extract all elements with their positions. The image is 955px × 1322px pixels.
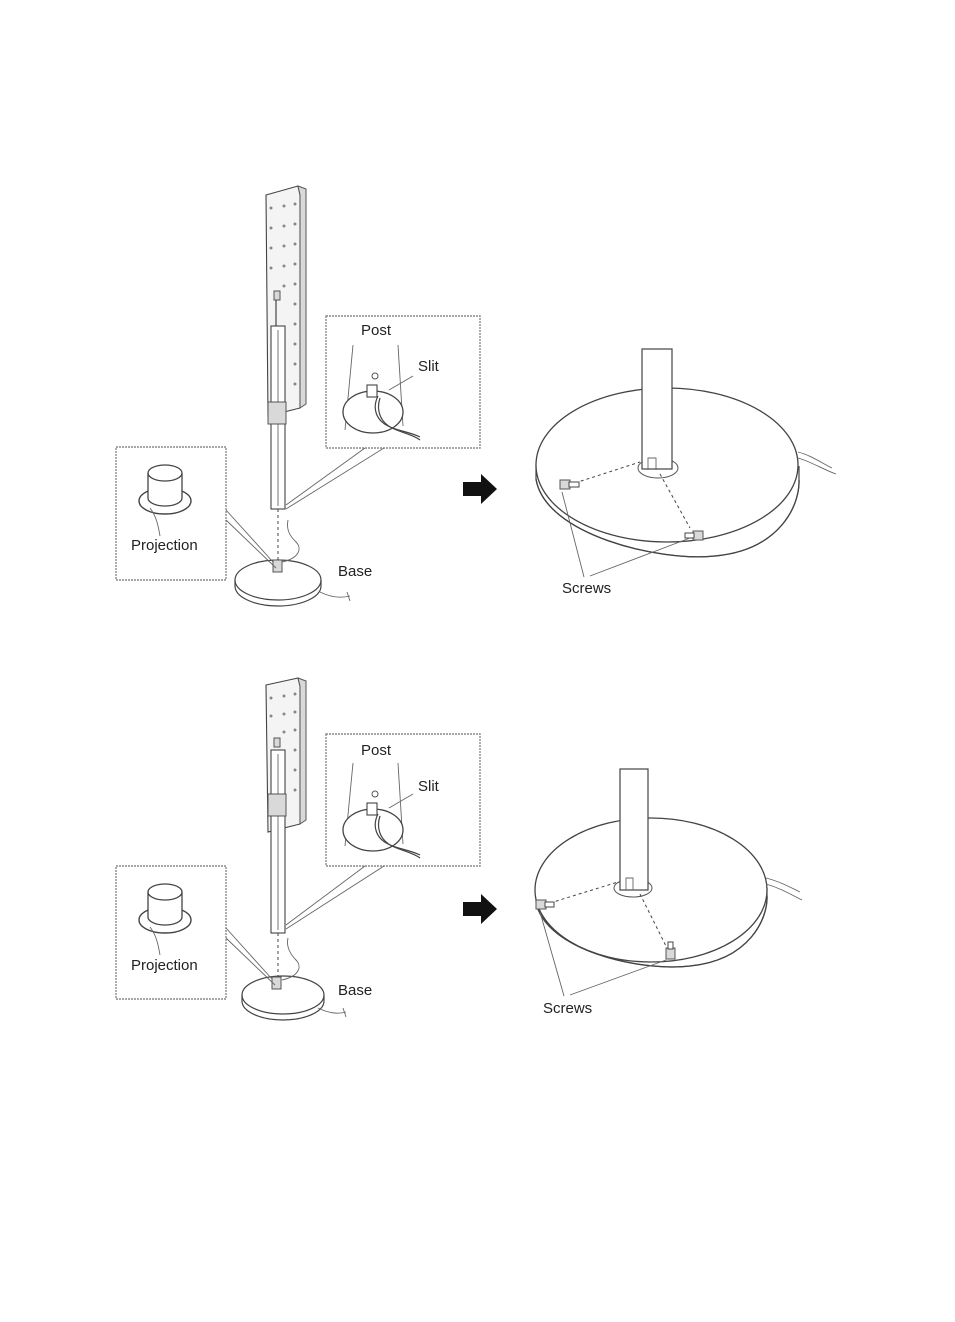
- step-1-post-slit-inset: Post Slit: [326, 316, 480, 448]
- step-1-base-label: Base: [338, 563, 372, 580]
- step-1-screws-label: Screws: [562, 580, 611, 597]
- step-2-post: [268, 750, 286, 933]
- step-2-projection-inset: Projection: [116, 866, 226, 999]
- step-1-projection-inset: Projection: [116, 447, 226, 580]
- step-1-slit-label: Slit: [418, 358, 440, 375]
- step-1-post-label: Post: [361, 322, 392, 339]
- step-2-screwed-base: Screws: [535, 769, 802, 1017]
- step-2-projection-label: Projection: [131, 957, 198, 974]
- step-1-next-arrow: [463, 474, 497, 504]
- step-2: Post Slit Projection Base: [116, 678, 802, 1020]
- step-1: Post Slit Projection Base: [116, 186, 836, 606]
- step-1-base: [235, 520, 350, 606]
- step-2-post-slit-inset: Post Slit: [326, 734, 480, 866]
- step-1-projection-label: Projection: [131, 537, 198, 554]
- step-2-screws-label: Screws: [543, 1000, 592, 1017]
- step-2-base-label: Base: [338, 982, 372, 999]
- step-2-next-arrow: [463, 894, 497, 924]
- step-1-screwed-base: Screws: [536, 349, 836, 597]
- step-2-post-label: Post: [361, 742, 392, 759]
- step-2-base: [242, 938, 346, 1020]
- step-1-post: [268, 300, 286, 509]
- step-2-slit-label: Slit: [418, 778, 440, 795]
